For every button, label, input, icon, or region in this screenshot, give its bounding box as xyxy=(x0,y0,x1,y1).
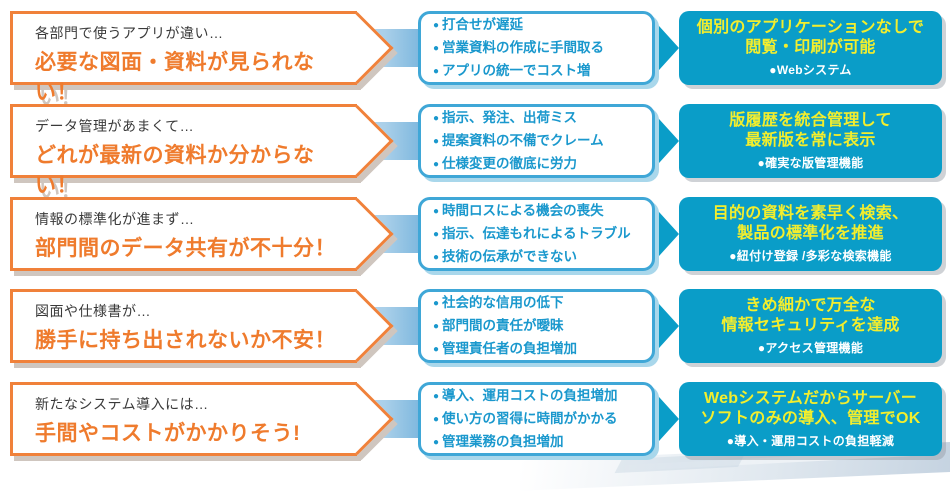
issue-item: ●技術の伝承ができない xyxy=(433,246,652,269)
issue-item: ●管理責任者の負担増加 xyxy=(433,338,652,361)
issue-label: 部門間の責任が曖昧 xyxy=(442,317,564,333)
issue-label: 指示、発注、出荷ミス xyxy=(442,109,578,125)
issues-box: ●時間ロスによる機会の喪失 ●指示、伝達もれによるトラブル ●技術の伝承ができな… xyxy=(418,197,655,271)
solution-box: きめ細かで万全な 情報セキュリティを達成 ●アクセス管理機能 xyxy=(679,289,942,363)
solution-note: ●紐付け登録 /多彩な検索機能 xyxy=(729,249,892,264)
solution-title: 個別のアプリケーションなしで 閲覧・印刷が可能 xyxy=(696,18,925,56)
issue-label: 時間ロスによる機会の喪失 xyxy=(442,202,604,218)
solution-box: 版履歴を統合管理して 最新版を常に表示 ●確実な版管理機能 xyxy=(679,104,942,178)
issue-item: ●時間ロスによる機会の喪失 xyxy=(433,200,652,223)
bullet-icon: ● xyxy=(433,205,440,217)
bullet-icon: ● xyxy=(433,228,440,240)
solution-title: 目的の資料を素早く検索、 製品の標準化を推進 xyxy=(712,204,909,242)
bullet-icon: ● xyxy=(433,251,440,263)
bullet-icon: ● xyxy=(433,297,440,309)
issue-label: 技術の伝承ができない xyxy=(442,248,578,264)
issue-item: ●仕様変更の徹底に労力 xyxy=(433,153,652,176)
issue-label: 提案資料の不備でクレーム xyxy=(442,132,604,148)
issue-item: ●提案資料の不備でクレーム xyxy=(433,130,652,153)
problem-text: 新たなシステム導入には… 手間やコストがかかりそう! xyxy=(13,385,357,447)
issue-label: 仕様変更の徹底に労力 xyxy=(442,155,578,171)
issue-item: ●導入、運用コストの負担増加 xyxy=(433,385,652,408)
problem-title: 勝手に持ち出されないか不安！ xyxy=(35,329,336,352)
issue-item: ●部門間の責任が曖昧 xyxy=(433,315,652,338)
solution-title: Webシステムだからサーバー ソフトのみの導入、管理でOK xyxy=(700,389,921,427)
solution-box: Webシステムだからサーバー ソフトのみの導入、管理でOK ●導入・運用コストの… xyxy=(679,382,942,456)
bullet-icon: ● xyxy=(433,42,440,54)
issue-item: ●管理業務の負担増加 xyxy=(433,431,652,454)
solution-note: ●Webシステム xyxy=(769,63,852,78)
issue-item: ●社会的な信用の低下 xyxy=(433,292,652,315)
problem-subtitle: データ管理があまくて… xyxy=(35,118,195,134)
issue-item: ●営業資料の作成に手間取る xyxy=(433,37,652,60)
issue-item: ●アプリの統一でコスト増 xyxy=(433,60,652,83)
issue-item: ●使い方の習得に時間がかかる xyxy=(433,408,652,431)
problem-arrow-box: 各部門で使うアプリが違い… 必要な図面・資料が見られない！ xyxy=(10,11,357,104)
issue-label: 社会的な信用の低下 xyxy=(442,294,564,310)
problem-arrow-box: データ管理があまくて… どれが最新の資料か分からない！ xyxy=(10,104,357,197)
issue-label: 管理業務の負担増加 xyxy=(442,433,564,449)
issue-label: 導入、運用コストの負担増加 xyxy=(442,387,618,403)
issue-label: アプリの統一でコスト増 xyxy=(442,62,591,78)
solution-title: 版履歴を統合管理して 最新版を常に表示 xyxy=(729,111,892,149)
flow-row: 各部門で使うアプリが違い… 必要な図面・資料が見られない！ ●打合せが遅延 ●営… xyxy=(0,11,950,104)
solution-box: 個別のアプリケーションなしで 閲覧・印刷が可能 ●Webシステム xyxy=(679,11,942,85)
problem-text: 図面や仕様書が… 勝手に持ち出されないか不安！ xyxy=(13,292,357,354)
bullet-icon: ● xyxy=(433,19,440,31)
bullet-icon: ● xyxy=(433,343,440,355)
infographic-canvas: 各部門で使うアプリが違い… 必要な図面・資料が見られない！ ●打合せが遅延 ●営… xyxy=(0,0,950,472)
problem-subtitle: 各部門で使うアプリが違い… xyxy=(35,25,224,41)
issue-label: 管理責任者の負担増加 xyxy=(442,340,578,356)
bullet-icon: ● xyxy=(433,413,440,425)
problem-title: 部門間のデータ共有が不十分！ xyxy=(35,237,336,260)
problem-arrow-box: 情報の標準化が進まず… 部門間のデータ共有が不十分！ xyxy=(10,197,357,271)
problem-arrow-box: 新たなシステム導入には… 手間やコストがかかりそう! xyxy=(10,382,357,456)
issue-item: ●指示、伝達もれによるトラブル xyxy=(433,223,652,246)
bullet-icon: ● xyxy=(433,135,440,147)
bullet-icon: ● xyxy=(433,112,440,124)
bullet-icon: ● xyxy=(433,390,440,402)
flow-row: 新たなシステム導入には… 手間やコストがかかりそう! ●導入、運用コストの負担増… xyxy=(0,382,950,456)
problem-arrow-box: 図面や仕様書が… 勝手に持ち出されないか不安！ xyxy=(10,289,357,363)
problem-title: 手間やコストがかかりそう! xyxy=(35,422,301,445)
issue-label: 打合せが遅延 xyxy=(442,16,524,32)
bullet-icon: ● xyxy=(433,436,440,448)
problem-subtitle: 情報の標準化が進まず… xyxy=(35,211,195,227)
issues-box: ●打合せが遅延 ●営業資料の作成に手間取る ●アプリの統一でコスト増 xyxy=(418,11,655,85)
solution-box: 目的の資料を素早く検索、 製品の標準化を推進 ●紐付け登録 /多彩な検索機能 xyxy=(679,197,942,271)
flow-row: 図面や仕様書が… 勝手に持ち出されないか不安！ ●社会的な信用の低下 ●部門間の… xyxy=(0,289,950,363)
problem-text: 各部門で使うアプリが違い… 必要な図面・資料が見られない！ xyxy=(13,14,357,106)
problem-title: どれが最新の資料か分からない！ xyxy=(35,144,315,197)
solution-title: きめ細かで万全な 情報セキュリティを達成 xyxy=(721,296,900,334)
issues-box: ●社会的な信用の低下 ●部門間の責任が曖昧 ●管理責任者の負担増加 xyxy=(418,289,655,363)
problem-title: 必要な図面・資料が見られない！ xyxy=(35,51,315,104)
issues-box: ●指示、発注、出荷ミス ●提案資料の不備でクレーム ●仕様変更の徹底に労力 xyxy=(418,104,655,178)
issue-label: 営業資料の作成に手間取る xyxy=(442,39,605,55)
problem-text: 情報の標準化が進まず… 部門間のデータ共有が不十分！ xyxy=(13,200,357,262)
problem-text: データ管理があまくて… どれが最新の資料か分からない！ xyxy=(13,107,357,199)
issue-item: ●打合せが遅延 xyxy=(433,14,652,37)
issue-label: 指示、伝達もれによるトラブル xyxy=(442,225,631,241)
problem-subtitle: 図面や仕様書が… xyxy=(35,303,151,319)
bullet-icon: ● xyxy=(433,158,440,170)
flow-row: 情報の標準化が進まず… 部門間のデータ共有が不十分！ ●時間ロスによる機会の喪失… xyxy=(0,197,950,271)
issues-box: ●導入、運用コストの負担増加 ●使い方の習得に時間がかかる ●管理業務の負担増加 xyxy=(418,382,655,456)
flow-row: データ管理があまくて… どれが最新の資料か分からない！ ●指示、発注、出荷ミス … xyxy=(0,104,950,197)
issue-item: ●指示、発注、出荷ミス xyxy=(433,107,652,130)
bullet-icon: ● xyxy=(433,65,440,77)
bullet-icon: ● xyxy=(433,320,440,332)
solution-note: ●確実な版管理機能 xyxy=(757,156,864,171)
problem-subtitle: 新たなシステム導入には… xyxy=(35,396,209,412)
solution-note: ●アクセス管理機能 xyxy=(757,341,864,356)
issue-label: 使い方の習得に時間がかかる xyxy=(442,410,618,426)
solution-note: ●導入・運用コストの負担軽減 xyxy=(726,434,895,449)
